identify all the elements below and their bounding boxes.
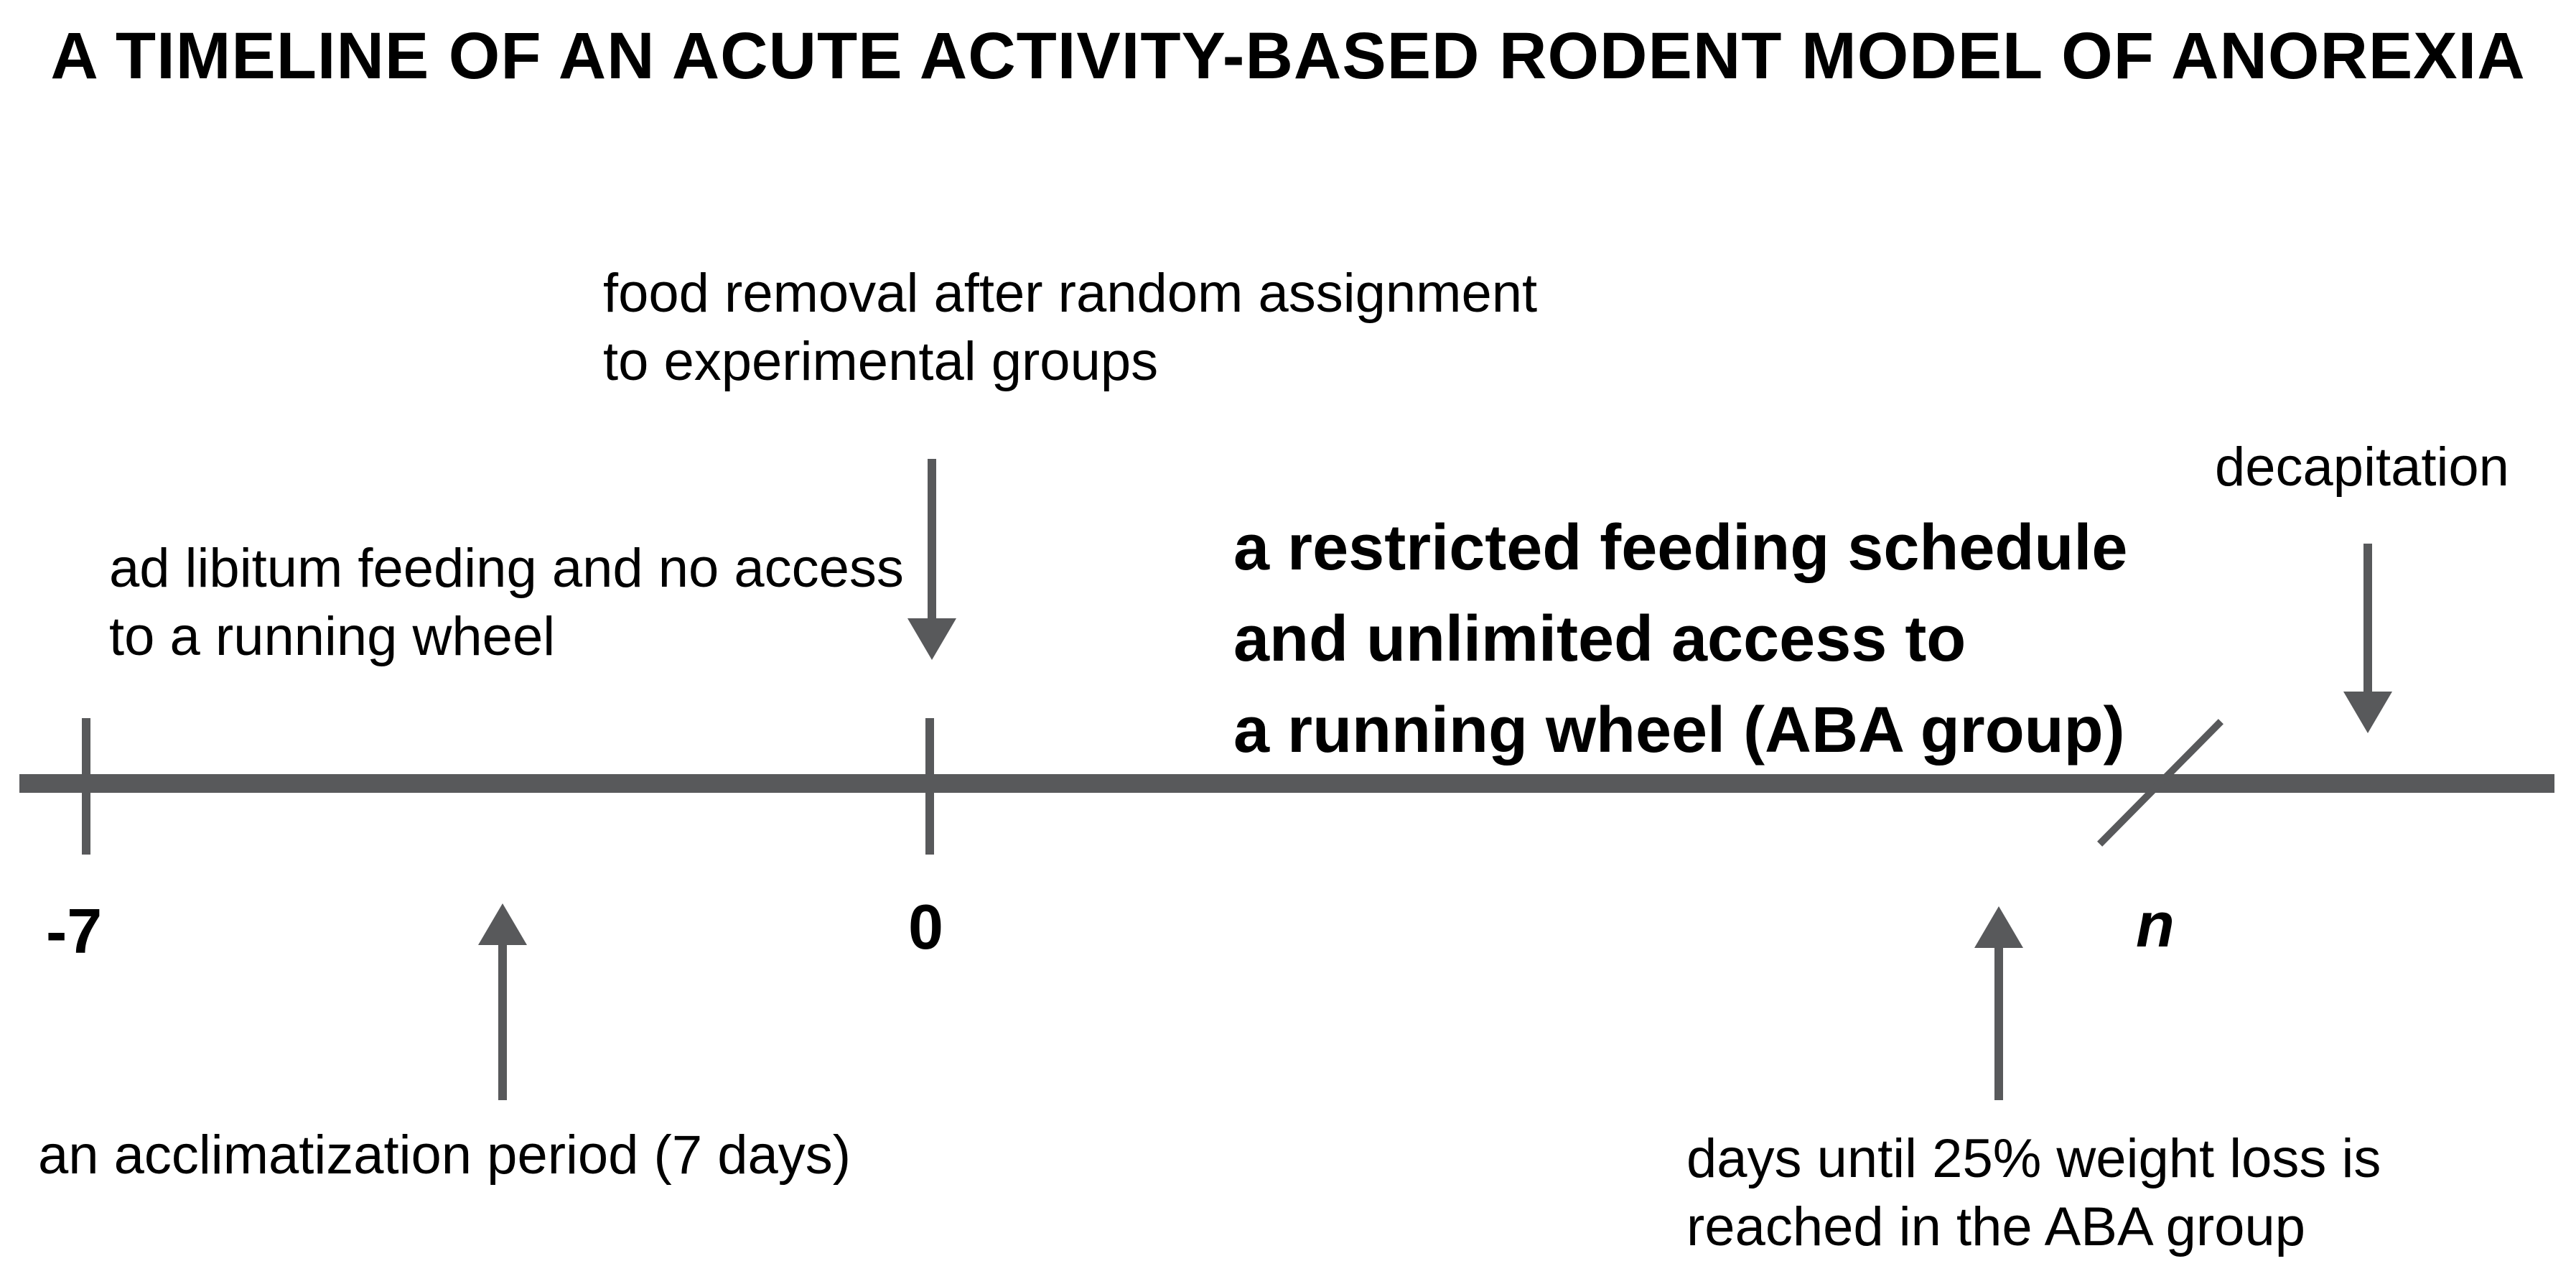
baseline-phase-line2: to a running wheel [109,606,556,667]
tick-label-n: n [2136,889,2175,960]
aba-phase-label: a restricted feeding schedule and unlimi… [1233,503,2127,776]
food-removal-label: food removal after random assignment to … [603,259,1537,396]
food-removal-down-arrow-shaft [928,459,936,621]
acclimatization-up-arrow-shaft [498,944,507,1100]
baseline-phase-label: ad libitum feeding and no access to a ru… [109,534,904,671]
food-removal-down-arrow-icon [907,618,956,660]
decapitation-label: decapitation [2215,437,2509,498]
tick-label-zero: 0 [908,891,943,962]
aba-phase-line1: a restricted feeding schedule [1233,512,2128,584]
weight-loss-up-arrow-icon [1974,906,2023,948]
acclimatization-up-arrow-icon [478,903,527,945]
tick-label-minus7: -7 [46,895,103,967]
decapitation-down-arrow-icon [2343,692,2392,733]
tick-mark-zero [925,718,934,855]
food-removal-line1: food removal after random assignment [603,263,1538,324]
weight-loss-line1: days until 25% weight loss is [1686,1128,2381,1189]
weight-loss-line2: reached in the ABA group [1686,1196,2305,1257]
aba-phase-line3: a running wheel (ABA group) [1233,694,2125,766]
tick-mark-minus7 [82,718,90,855]
aba-phase-line2: and unlimited access to [1233,603,1966,675]
timeline-bar [19,774,2554,793]
weight-loss-up-arrow-shaft [1994,946,2003,1100]
acclimatization-label: an acclimatization period (7 days) [38,1125,851,1186]
baseline-phase-line1: ad libitum feeding and no access [109,538,904,599]
weight-loss-label: days until 25% weight loss is reached in… [1686,1125,2381,1261]
decapitation-down-arrow-shaft [2363,544,2372,693]
diagram-title: A TIMELINE OF AN ACUTE ACTIVITY-BASED RO… [50,19,2526,93]
food-removal-line2: to experimental groups [603,331,1159,392]
